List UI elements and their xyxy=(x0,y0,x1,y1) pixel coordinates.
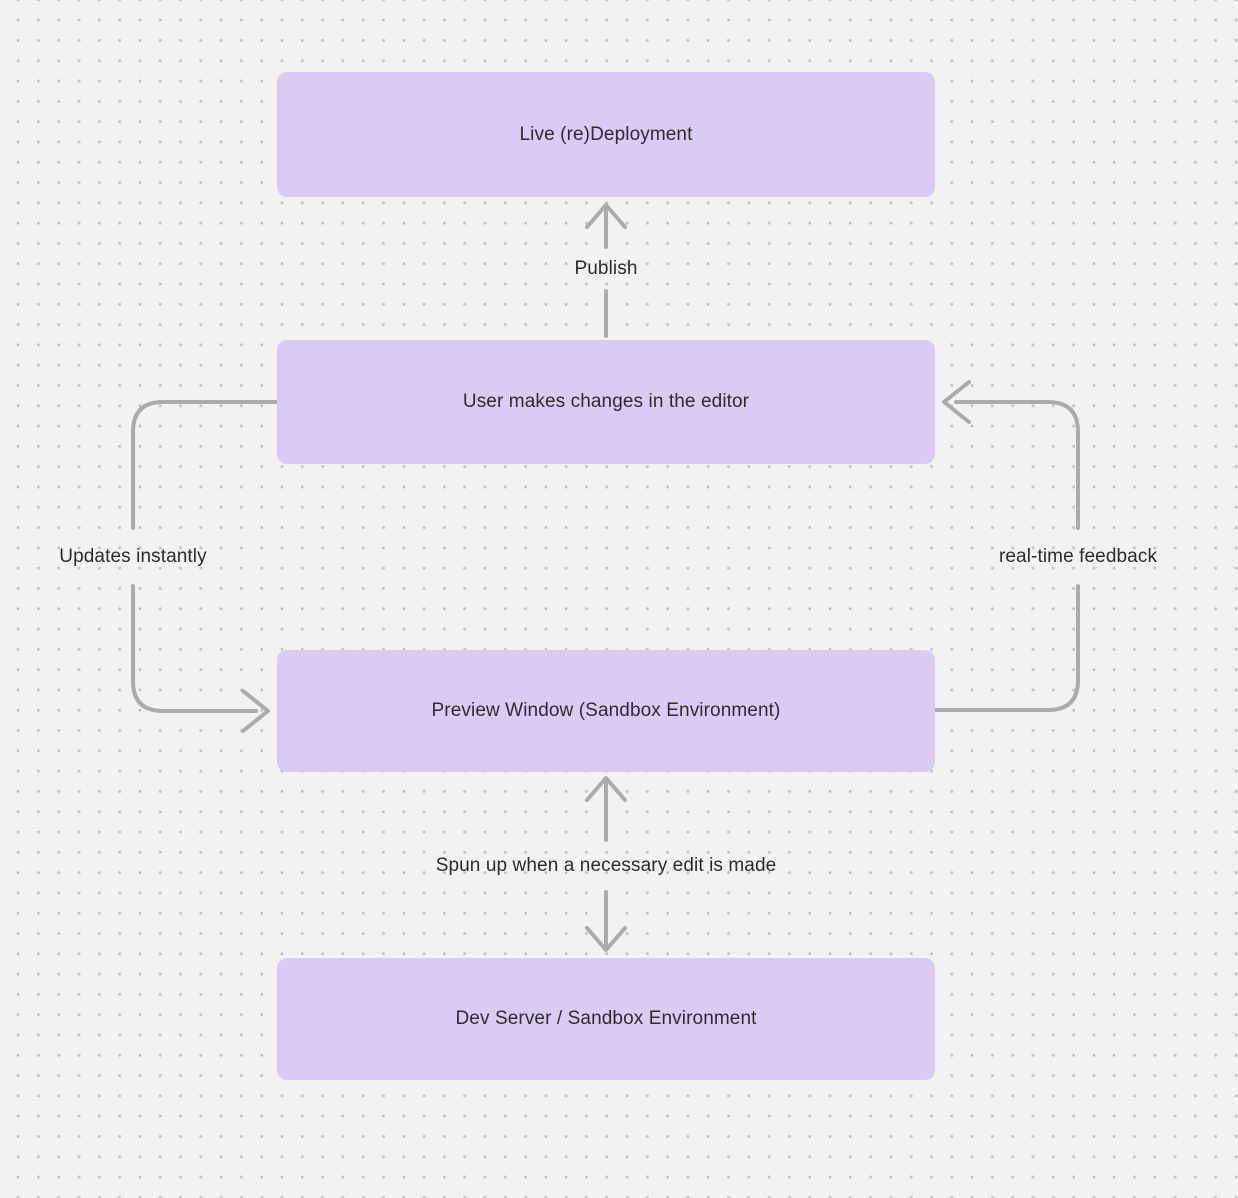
spunup-arrowhead-up-icon xyxy=(585,776,627,802)
node-live-redeployment-label: Live (re)Deployment xyxy=(519,123,693,145)
node-dev-server[interactable]: Dev Server / Sandbox Environment xyxy=(277,958,935,1080)
edge-label-publish[interactable]: Publish xyxy=(574,258,638,279)
node-live-redeployment[interactable]: Live (re)Deployment xyxy=(277,72,935,197)
updates-path-upper xyxy=(131,400,279,530)
node-preview-window-label: Preview Window (Sandbox Environment) xyxy=(431,700,781,721)
edge-label-updates-instantly[interactable]: Updates instantly xyxy=(59,546,207,567)
feedback-path-upper xyxy=(954,400,1080,530)
edge-label-spun-up[interactable]: Spun up when a necessary edit is made xyxy=(435,855,777,876)
node-dev-server-label: Dev Server / Sandbox Environment xyxy=(455,1008,757,1029)
updates-path-lower xyxy=(131,584,258,713)
node-user-editor[interactable]: User makes changes in the editor xyxy=(277,340,935,464)
node-user-editor-label: User makes changes in the editor xyxy=(462,391,750,412)
node-preview-window[interactable]: Preview Window (Sandbox Environment) xyxy=(277,650,935,772)
edge-label-realtime-feedback[interactable]: real-time feedback xyxy=(998,546,1158,567)
publish-arrowhead-up-icon xyxy=(585,203,627,229)
updates-arrowhead-right-icon xyxy=(241,689,270,733)
feedback-path-lower xyxy=(933,584,1080,712)
spunup-arrowhead-down-icon xyxy=(585,926,627,952)
feedback-arrowhead-left-icon xyxy=(942,380,971,424)
